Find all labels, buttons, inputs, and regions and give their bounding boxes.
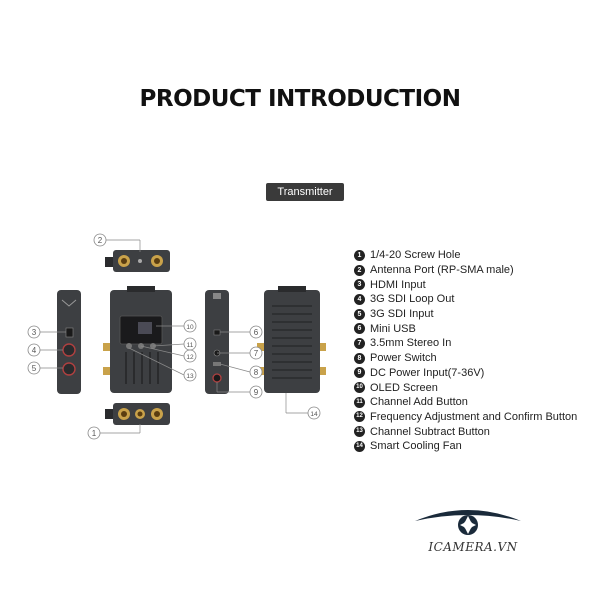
svg-text:6: 6 [254, 328, 259, 337]
legend-number: 6 [354, 323, 365, 335]
legend-label: Channel Add Button [370, 396, 468, 409]
bottom-view [105, 403, 170, 425]
legend-number: 1 [354, 249, 365, 261]
callout-14: 14 [307, 406, 321, 420]
callout-7: 7 [249, 346, 263, 360]
callout-12: 12 [183, 349, 197, 363]
legend-number: 2 [354, 264, 365, 276]
legend-label: Power Switch [370, 352, 437, 365]
legend-item: 4 3G SDI Loop Out [354, 292, 577, 307]
svg-text:8: 8 [254, 368, 259, 377]
svg-text:3: 3 [32, 328, 37, 337]
svg-text:11: 11 [187, 342, 194, 349]
legend-label: Antenna Port (RP-SMA male) [370, 264, 514, 277]
svg-text:4: 4 [32, 346, 37, 355]
svg-text:7: 7 [254, 349, 259, 358]
callout-6: 6 [249, 325, 263, 339]
svg-text:10: 10 [186, 324, 194, 331]
legend-number: 5 [354, 308, 365, 320]
legend-label: 1/4-20 Screw Hole [370, 249, 461, 262]
legend-label: Mini USB [370, 322, 416, 335]
legend-label: Frequency Adjustment and Confirm Button [370, 410, 578, 423]
logo-text: ICAMERA.VN [428, 540, 518, 554]
callout-9: 9 [249, 385, 263, 399]
legend-item: 12 Frequency Adjustment and Confirm Butto… [354, 410, 577, 425]
legend-label: OLED Screen [370, 381, 438, 394]
legend-number: 10 [354, 382, 365, 394]
callout-circles: 2 3 4 5 1 10 11 12 13 6 7 8 9 14 [27, 233, 321, 440]
svg-text:2: 2 [98, 236, 103, 245]
legend-item: 7 3.5mm Stereo In [354, 336, 577, 351]
callout-11: 11 [183, 337, 197, 351]
callout-lines [40, 239, 308, 434]
callout-8: 8 [249, 365, 263, 379]
legend-number: 4 [354, 293, 365, 305]
legend-number: 13 [354, 426, 365, 438]
svg-text:5: 5 [32, 364, 37, 373]
legend-label: DC Power Input(7-36V) [370, 366, 485, 379]
legend-item: 10 OLED Screen [354, 380, 577, 395]
callout-1: 1 [87, 426, 101, 440]
svg-text:13: 13 [186, 373, 194, 380]
legend-label: Channel Subtract Button [370, 425, 490, 438]
callout-10: 10 [183, 319, 197, 333]
legend-item: 3 HDMI Input [354, 277, 577, 292]
page-title: PRODUCT INTRODUCTION [139, 86, 461, 112]
legend-label: 3G SDI Loop Out [370, 293, 455, 306]
legend-number: 3 [354, 279, 365, 291]
legend-label: 3.5mm Stereo In [370, 337, 452, 350]
feature-legend: 1 1/4-20 Screw Hole 2 Antenna Port (RP-SMA… [354, 248, 577, 454]
legend-item: 8 Power Switch [354, 351, 577, 366]
callout-5: 5 [27, 361, 41, 375]
legend-number: 8 [354, 352, 365, 364]
legend-item: 6 Mini USB [354, 321, 577, 336]
legend-item: 2 Antenna Port (RP-SMA male) [354, 263, 577, 278]
legend-item: 11 Channel Add Button [354, 395, 577, 410]
back-view [257, 286, 326, 393]
legend-number: 12 [354, 411, 365, 423]
front-view [103, 286, 172, 393]
legend-item: 13 Channel Subtract Button [354, 424, 577, 439]
callout-2: 2 [93, 233, 107, 247]
transmitter-badge: Transmitter [266, 183, 344, 201]
legend-item: 5 3G SDI Input [354, 307, 577, 322]
top-view [105, 250, 170, 272]
callout-13: 13 [183, 368, 197, 382]
left-side-view [57, 290, 81, 394]
right-side-view [205, 290, 229, 394]
svg-text:14: 14 [310, 411, 318, 418]
legend-item: 14 Smart Cooling Fan [354, 439, 577, 454]
legend-label: 3G SDI Input [370, 308, 434, 321]
legend-number: 11 [354, 396, 365, 408]
legend-label: Smart Cooling Fan [370, 440, 462, 453]
callout-3: 3 [27, 325, 41, 339]
legend-item: 1 1/4-20 Screw Hole [354, 248, 577, 263]
legend-item: 9 DC Power Input(7-36V) [354, 366, 577, 381]
svg-text:1: 1 [92, 429, 97, 438]
callout-4: 4 [27, 343, 41, 357]
legend-label: HDMI Input [370, 278, 426, 291]
svg-text:12: 12 [186, 354, 194, 361]
legend-number: 7 [354, 337, 365, 349]
logo-swoosh-icon [415, 510, 521, 521]
logo [415, 510, 521, 535]
legend-number: 9 [354, 367, 365, 379]
legend-number: 14 [354, 440, 365, 452]
svg-text:9: 9 [254, 388, 259, 397]
